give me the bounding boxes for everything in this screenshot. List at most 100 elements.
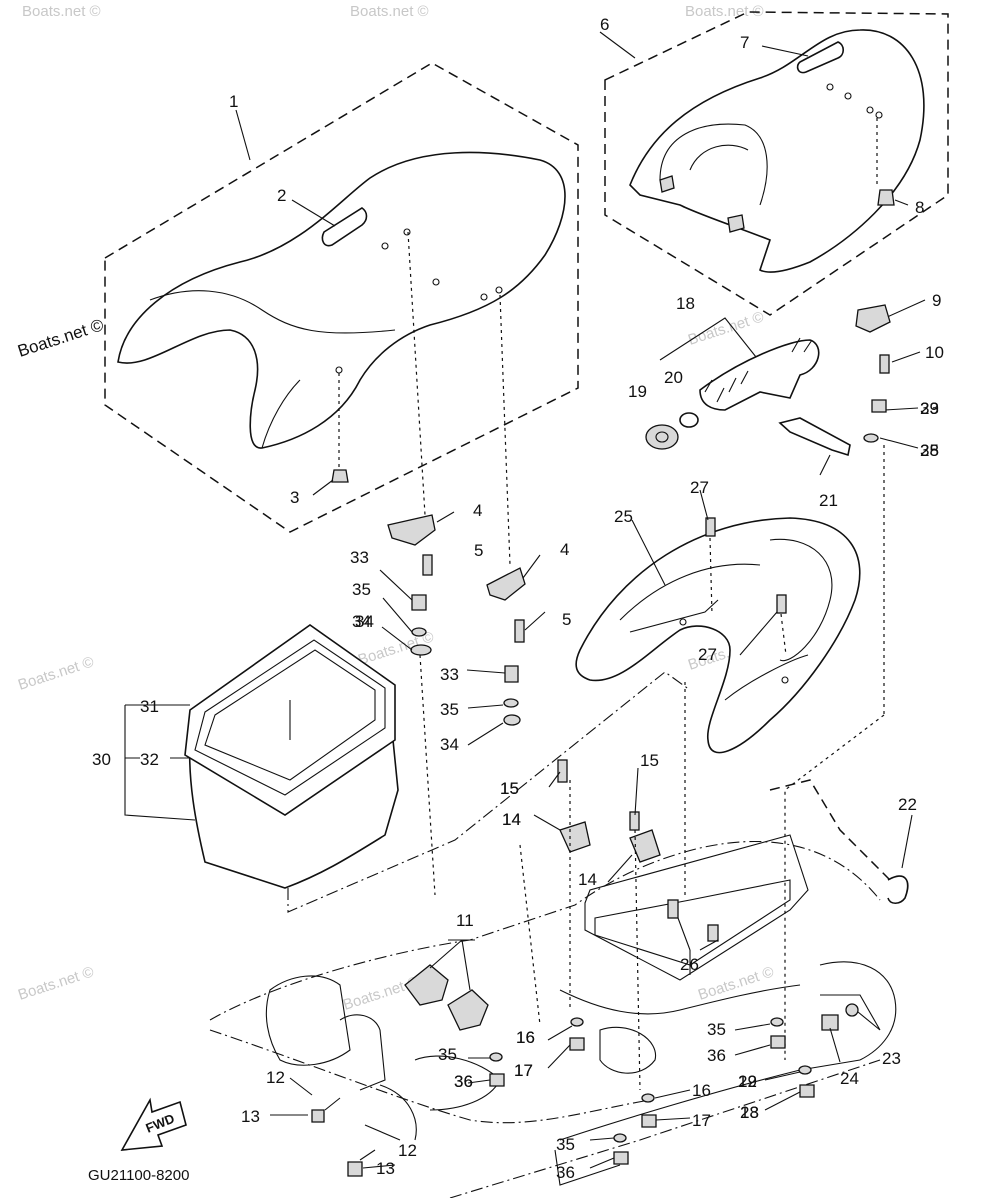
callout-36c: 36 <box>556 1163 575 1182</box>
front-seat-assembly <box>104 62 579 533</box>
callout-13b: 13 <box>376 1159 395 1178</box>
washer <box>410 644 432 656</box>
callout-21: 21 <box>819 491 838 510</box>
nut <box>347 1161 363 1177</box>
callout-3: 3 <box>290 488 299 507</box>
callout-7: 7 <box>740 33 749 52</box>
rear-seat-edge <box>689 144 749 171</box>
callout-28: 28 <box>740 1103 759 1122</box>
hull-opening <box>584 834 809 981</box>
watermark-main: Boats.net © <box>15 315 106 361</box>
callout-35f: 35 <box>707 1020 726 1039</box>
washer <box>411 627 427 637</box>
bracket <box>629 829 661 863</box>
fitting <box>707 924 719 942</box>
breather-hose <box>699 339 820 411</box>
callout-9: 9 <box>932 291 941 310</box>
vent-hose-group <box>645 317 851 476</box>
callout-26: 26 <box>680 955 699 974</box>
callout-22: 22 <box>898 795 917 814</box>
callout-36b: 36 <box>454 1072 473 1091</box>
callout-4b: 4 <box>560 540 569 559</box>
bolt <box>879 354 890 374</box>
callout-30: 30 <box>92 750 111 769</box>
callout-24: 24 <box>840 1069 859 1088</box>
watermark: Boats.net © <box>341 973 421 1013</box>
callout-31: 31 <box>140 697 159 716</box>
callout-20: 20 <box>664 368 683 387</box>
hole <box>381 242 389 250</box>
nut <box>799 1084 815 1098</box>
callout-35e: 35 <box>556 1135 575 1154</box>
callout-17c: 17 <box>514 1061 533 1080</box>
fitting <box>667 899 679 919</box>
drawing-code: GU21100-8200 <box>88 1167 189 1184</box>
bolt <box>776 594 787 614</box>
front-lock-hardware <box>379 231 546 896</box>
front-seat <box>117 151 566 449</box>
latch-tab <box>727 214 745 233</box>
watermark: Boats.net © <box>350 3 429 20</box>
rubber-stopper <box>331 469 349 483</box>
hose-elbow <box>887 875 909 905</box>
engine-mount-hardware <box>311 682 909 1177</box>
hole <box>403 228 411 236</box>
stopper <box>411 594 427 611</box>
callout-29b: 12 <box>738 1072 757 1091</box>
clamp <box>679 412 699 428</box>
watermark: Boats.net © <box>685 3 764 20</box>
seat-strap <box>321 207 368 247</box>
watermark: Boats.net © <box>686 308 766 348</box>
callout-4: 4 <box>473 501 482 520</box>
callout-16: 16 <box>516 1028 535 1047</box>
rear-lock-hardware <box>784 304 891 1060</box>
bracket <box>559 821 591 853</box>
callout-5: 5 <box>474 541 483 560</box>
callout-32: 32 <box>140 750 159 769</box>
callout-6: 6 <box>600 15 609 34</box>
hole <box>480 293 488 301</box>
callout-16b: 16 <box>692 1081 711 1100</box>
callout-8: 8 <box>915 198 924 217</box>
callout-33: 33 <box>920 399 939 418</box>
rear-seat <box>629 29 925 273</box>
lock-bracket <box>855 304 891 333</box>
callout-1: 1 <box>229 92 238 111</box>
washer <box>641 1093 655 1103</box>
watermark: Boats.net © <box>22 3 101 20</box>
callout-19: 19 <box>628 382 647 401</box>
front-seat-boundary <box>104 62 579 533</box>
callout-36: 36 <box>454 1072 473 1091</box>
watermark: Boats.net © <box>16 653 96 693</box>
storage-box <box>124 624 691 913</box>
callout-leaders <box>235 31 926 449</box>
callout-14b: 14 <box>578 870 597 889</box>
callout-13: 13 <box>241 1107 260 1126</box>
callout-28b: 13 <box>740 1103 759 1122</box>
callout-29: 29 <box>738 1072 757 1091</box>
callout-34b: 34 <box>440 735 459 754</box>
hull-pocket <box>265 975 351 1066</box>
nut <box>770 1035 786 1049</box>
callout-14: 14 <box>502 810 521 829</box>
callout-15c: 15 <box>500 779 519 798</box>
stopper <box>871 399 887 413</box>
nut <box>311 1109 325 1123</box>
washer <box>489 1052 503 1062</box>
callout-33d: 29 <box>920 399 939 418</box>
washer <box>845 1003 859 1017</box>
callout-34c: 34 <box>352 612 371 631</box>
lock-plate <box>387 514 436 546</box>
callout-33b: 33 <box>350 548 369 567</box>
callout-numbers: 1 2 3 4 5 6 7 8 9 10 11 12 13 14 15 16 1… <box>92 15 944 1182</box>
nut <box>569 1037 585 1051</box>
rear-seat-boundary <box>604 11 949 316</box>
front-seat-edge <box>261 379 301 449</box>
engine-mount <box>404 964 449 1006</box>
watermark: Boats.net © <box>696 963 776 1003</box>
callout-33c: 33 <box>440 665 459 684</box>
callout-35d: 35 <box>438 1045 457 1064</box>
callout-15b: 15 <box>640 751 659 770</box>
callout-18: 18 <box>676 294 695 313</box>
hood-assembly <box>575 489 861 754</box>
